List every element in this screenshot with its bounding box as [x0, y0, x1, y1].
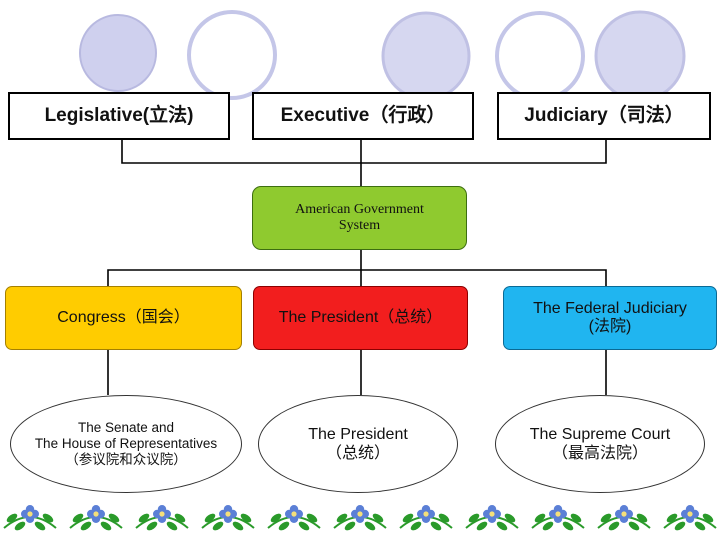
connector-top-bracket [121, 140, 607, 164]
president-oval: The President （总统） [258, 395, 458, 493]
floral-motif [135, 505, 189, 531]
branch-judiciary: Judiciary（司法） [497, 92, 711, 140]
floral-motif [399, 505, 453, 531]
floral-motif [465, 505, 519, 531]
decor-circle-5 [594, 10, 686, 102]
floral-motif [69, 505, 123, 531]
supreme-court-oval: The Supreme Court （最高法院） [495, 395, 705, 493]
decor-circle-4 [495, 11, 585, 101]
connector-middle-bracket [107, 269, 607, 286]
decorative-circles [79, 10, 686, 102]
branch-executive: Executive（行政） [252, 92, 474, 140]
floral-motif [531, 505, 585, 531]
decor-circle-3 [381, 11, 471, 101]
senate-house-oval: The Senate and The House of Representati… [10, 395, 242, 493]
decor-circle-1 [79, 14, 157, 92]
american-government-system-box: American Government System [252, 186, 467, 250]
congress-box: Congress（国会） [5, 286, 242, 350]
branch-legislative: Legislative(立法) [8, 92, 230, 140]
floral-motif [663, 505, 717, 531]
decor-circle-2 [187, 10, 277, 100]
floral-border [3, 505, 717, 531]
floral-motif [333, 505, 387, 531]
federal-judiciary-box: The Federal Judiciary (法院) [503, 286, 717, 350]
president-box: The President（总统） [253, 286, 468, 350]
floral-motif [201, 505, 255, 531]
connectors [107, 140, 607, 395]
floral-motif [3, 505, 57, 531]
floral-motif [597, 505, 651, 531]
floral-motif [267, 505, 321, 531]
